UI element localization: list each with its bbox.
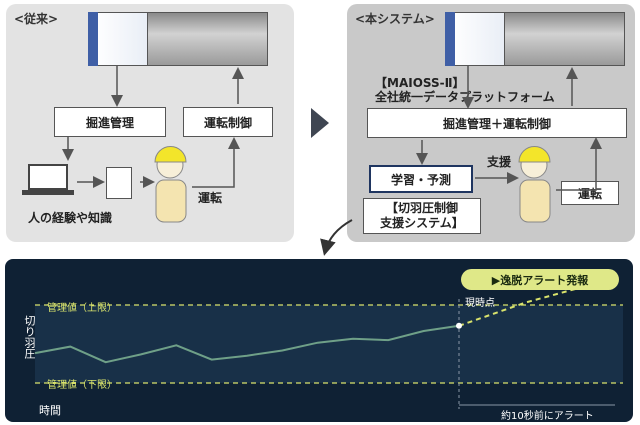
operation-ctrl-box: 運転制御 bbox=[183, 107, 273, 137]
support-label: 支援 bbox=[487, 155, 512, 169]
pressure-chart: ▶逸脱アラート発報 現時点 管理値（上限） 管理値（下限） 切り羽圧 時間 約1… bbox=[5, 259, 633, 422]
system-label-line2: 支援システム】 bbox=[380, 216, 464, 230]
system-title: <本システム> bbox=[355, 12, 435, 26]
current-point-label: 現時点 bbox=[465, 298, 495, 309]
alert-note-label: 約10秒前にアラート bbox=[501, 411, 594, 422]
x-axis-label: 時間 bbox=[39, 404, 61, 417]
upper-limit-label: 管理値（上限） bbox=[47, 303, 117, 314]
conventional-panel: <従来> 掘進管理 運転制御 人の経験や知識 運転 bbox=[6, 4, 294, 242]
measured-pressure-line bbox=[34, 324, 460, 364]
system-label-box: 【切羽圧制御 支援システム】 bbox=[363, 198, 481, 234]
excavation-mgmt-box: 掘進管理 bbox=[54, 107, 166, 137]
laptop-icon bbox=[28, 164, 68, 190]
alert-badge: ▶逸脱アラート発報 bbox=[461, 269, 619, 290]
operation-label-left: 運転 bbox=[198, 191, 223, 205]
chart-canvas bbox=[34, 279, 623, 409]
experience-label: 人の経験や知識 bbox=[28, 211, 113, 225]
document-icon bbox=[106, 167, 132, 199]
y-axis-label: 切り羽圧 bbox=[23, 315, 36, 359]
conventional-title: <従来> bbox=[14, 12, 59, 26]
lower-limit-label: 管理値（下限） bbox=[47, 380, 117, 391]
transition-arrow bbox=[311, 108, 329, 138]
shield-machine-face bbox=[94, 12, 148, 66]
current-point-marker bbox=[456, 322, 462, 329]
combined-box: 掘進管理＋運転制御 bbox=[367, 108, 627, 138]
system-label-line1: 【切羽圧制御 bbox=[385, 201, 458, 215]
worker-icon-right bbox=[518, 146, 551, 223]
shield-cutter-band bbox=[88, 12, 98, 66]
worker-icon-left bbox=[154, 146, 187, 223]
forecast-pressure-line bbox=[458, 283, 594, 327]
control-band bbox=[35, 305, 623, 383]
laptop-base bbox=[22, 190, 74, 195]
platform-name: 【MAIOSS-Ⅱ】 bbox=[375, 76, 465, 90]
to-chart-arrow bbox=[320, 219, 353, 256]
shield-cutter-band-right bbox=[445, 12, 455, 66]
learning-box: 学習・予測 bbox=[369, 165, 473, 193]
